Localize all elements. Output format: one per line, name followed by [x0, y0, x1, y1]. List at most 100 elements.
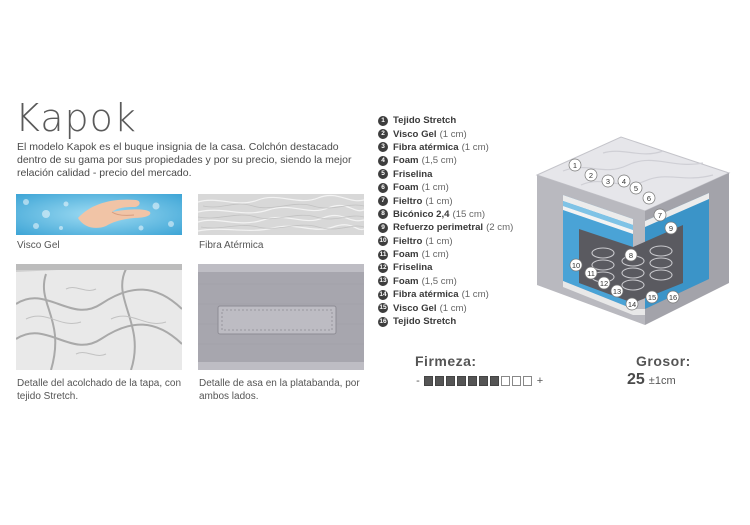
cutaway-label: 14 — [625, 297, 639, 311]
layer-name: Bicónico 2,4 — [393, 208, 450, 220]
handle-photo — [198, 264, 364, 370]
layer-size: (1 cm) — [425, 195, 453, 207]
svg-text:9: 9 — [669, 224, 673, 233]
layer-name: Fieltro — [393, 195, 423, 207]
layer-number: 1 — [378, 115, 388, 126]
firmness-box — [435, 376, 444, 386]
layer-name: Foam — [393, 155, 419, 167]
layer-name: Fibra atérmica — [393, 289, 459, 301]
svg-text:14: 14 — [628, 300, 636, 309]
svg-text:10: 10 — [572, 261, 580, 270]
svg-text:2: 2 — [589, 171, 593, 180]
layer-number: 13 — [378, 276, 388, 287]
firmness-scale: - + — [414, 375, 544, 387]
fiber-photo — [198, 194, 364, 235]
layer-number: 11 — [378, 249, 388, 260]
svg-text:12: 12 — [600, 279, 608, 288]
svg-text:7: 7 — [658, 211, 662, 220]
list-item: 9 Refuerzo perimetral(2 cm) — [378, 221, 513, 234]
product-description: El modelo Kapok es el buque insignia de … — [17, 141, 352, 179]
cutaway-label: 13 — [610, 284, 624, 298]
layer-size: (2 cm) — [486, 222, 514, 234]
thickness-label: Grosor: — [636, 353, 691, 369]
svg-text:15: 15 — [648, 293, 656, 302]
gallery-caption: Fibra Atérmica — [199, 240, 264, 251]
gallery-caption: Detalle del acolchado de la tapa, con te… — [17, 378, 182, 402]
svg-text:6: 6 — [647, 194, 651, 203]
layer-number: 16 — [378, 316, 388, 327]
layer-name: Foam — [393, 275, 419, 287]
cutaway-label: 4 — [617, 174, 631, 188]
layer-number: 6 — [378, 182, 388, 193]
layer-name: Foam — [393, 182, 419, 194]
thickness-tolerance: ±1cm — [648, 375, 676, 387]
layer-size: (15 cm) — [452, 208, 486, 220]
firmness-label: Firmeza: — [415, 353, 477, 369]
layer-number: 8 — [378, 209, 388, 220]
layer-size: (1 cm) — [421, 182, 449, 194]
firmness-box — [457, 376, 466, 386]
mattress-cutaway-illustration: 1 2 3 4 5 6 7 8 9 10 11 12 13 14 15 16 — [533, 133, 733, 333]
list-item: 5 Friselina — [378, 168, 513, 181]
layer-name: Fieltro — [393, 235, 423, 247]
svg-text:3: 3 — [606, 177, 610, 186]
svg-text:16: 16 — [669, 293, 677, 302]
list-item: 4 Foam(1,5 cm) — [378, 154, 513, 167]
firmness-box — [446, 376, 455, 386]
svg-text:8: 8 — [629, 251, 633, 260]
svg-text:1: 1 — [573, 161, 577, 170]
layer-name: Friselina — [393, 168, 433, 180]
layer-number: 3 — [378, 142, 388, 153]
gallery-caption: Detalle de asa en la platabanda, por amb… — [199, 378, 360, 402]
layer-size: (1 cm) — [425, 235, 453, 247]
layer-name: Tejido Stretch — [393, 115, 457, 127]
quilted-top-photo — [16, 264, 182, 370]
cutaway-label: 12 — [597, 276, 611, 290]
svg-text:4: 4 — [622, 177, 626, 186]
layer-number: 4 — [378, 155, 388, 166]
layer-name: Visco Gel — [393, 302, 437, 314]
firmness-box — [424, 376, 433, 386]
list-item: 1 Tejido Stretch — [378, 114, 513, 127]
layer-name: Fibra atérmica — [393, 141, 459, 153]
gallery-caption: Visco Gel — [17, 240, 60, 251]
layer-number: 2 — [378, 129, 388, 140]
layer-number: 5 — [378, 169, 388, 180]
layer-name: Friselina — [393, 262, 433, 274]
firmness-box — [490, 376, 499, 386]
cutaway-label: 6 — [642, 191, 656, 205]
list-item: 8 Bicónico 2,4(15 cm) — [378, 208, 513, 221]
layer-name: Foam — [393, 249, 419, 261]
firmness-box — [512, 376, 521, 386]
layer-number: 7 — [378, 196, 388, 207]
firmness-min-sign: - — [416, 375, 420, 387]
cutaway-label: 1 — [568, 158, 582, 172]
layer-number: 9 — [378, 222, 388, 233]
list-item: 7 Fieltro(1 cm) — [378, 194, 513, 207]
cutaway-label: 9 — [664, 221, 678, 235]
cutaway-label: 15 — [645, 290, 659, 304]
firmness-box — [468, 376, 477, 386]
cutaway-label: 2 — [584, 168, 598, 182]
layer-name: Refuerzo perimetral — [393, 222, 484, 234]
thickness-value: 25 ±1cm — [627, 371, 676, 389]
product-title: Kapok — [15, 96, 137, 140]
layer-size: (1,5 cm) — [421, 155, 457, 167]
svg-text:11: 11 — [587, 269, 595, 278]
cutaway-label: 16 — [666, 290, 680, 304]
cutaway-label: 3 — [601, 174, 615, 188]
layer-size: (1 cm) — [439, 302, 467, 314]
svg-text:13: 13 — [613, 287, 621, 296]
cutaway-label: 11 — [584, 266, 598, 280]
thickness-number: 25 — [627, 371, 645, 388]
firmness-box — [523, 376, 532, 386]
